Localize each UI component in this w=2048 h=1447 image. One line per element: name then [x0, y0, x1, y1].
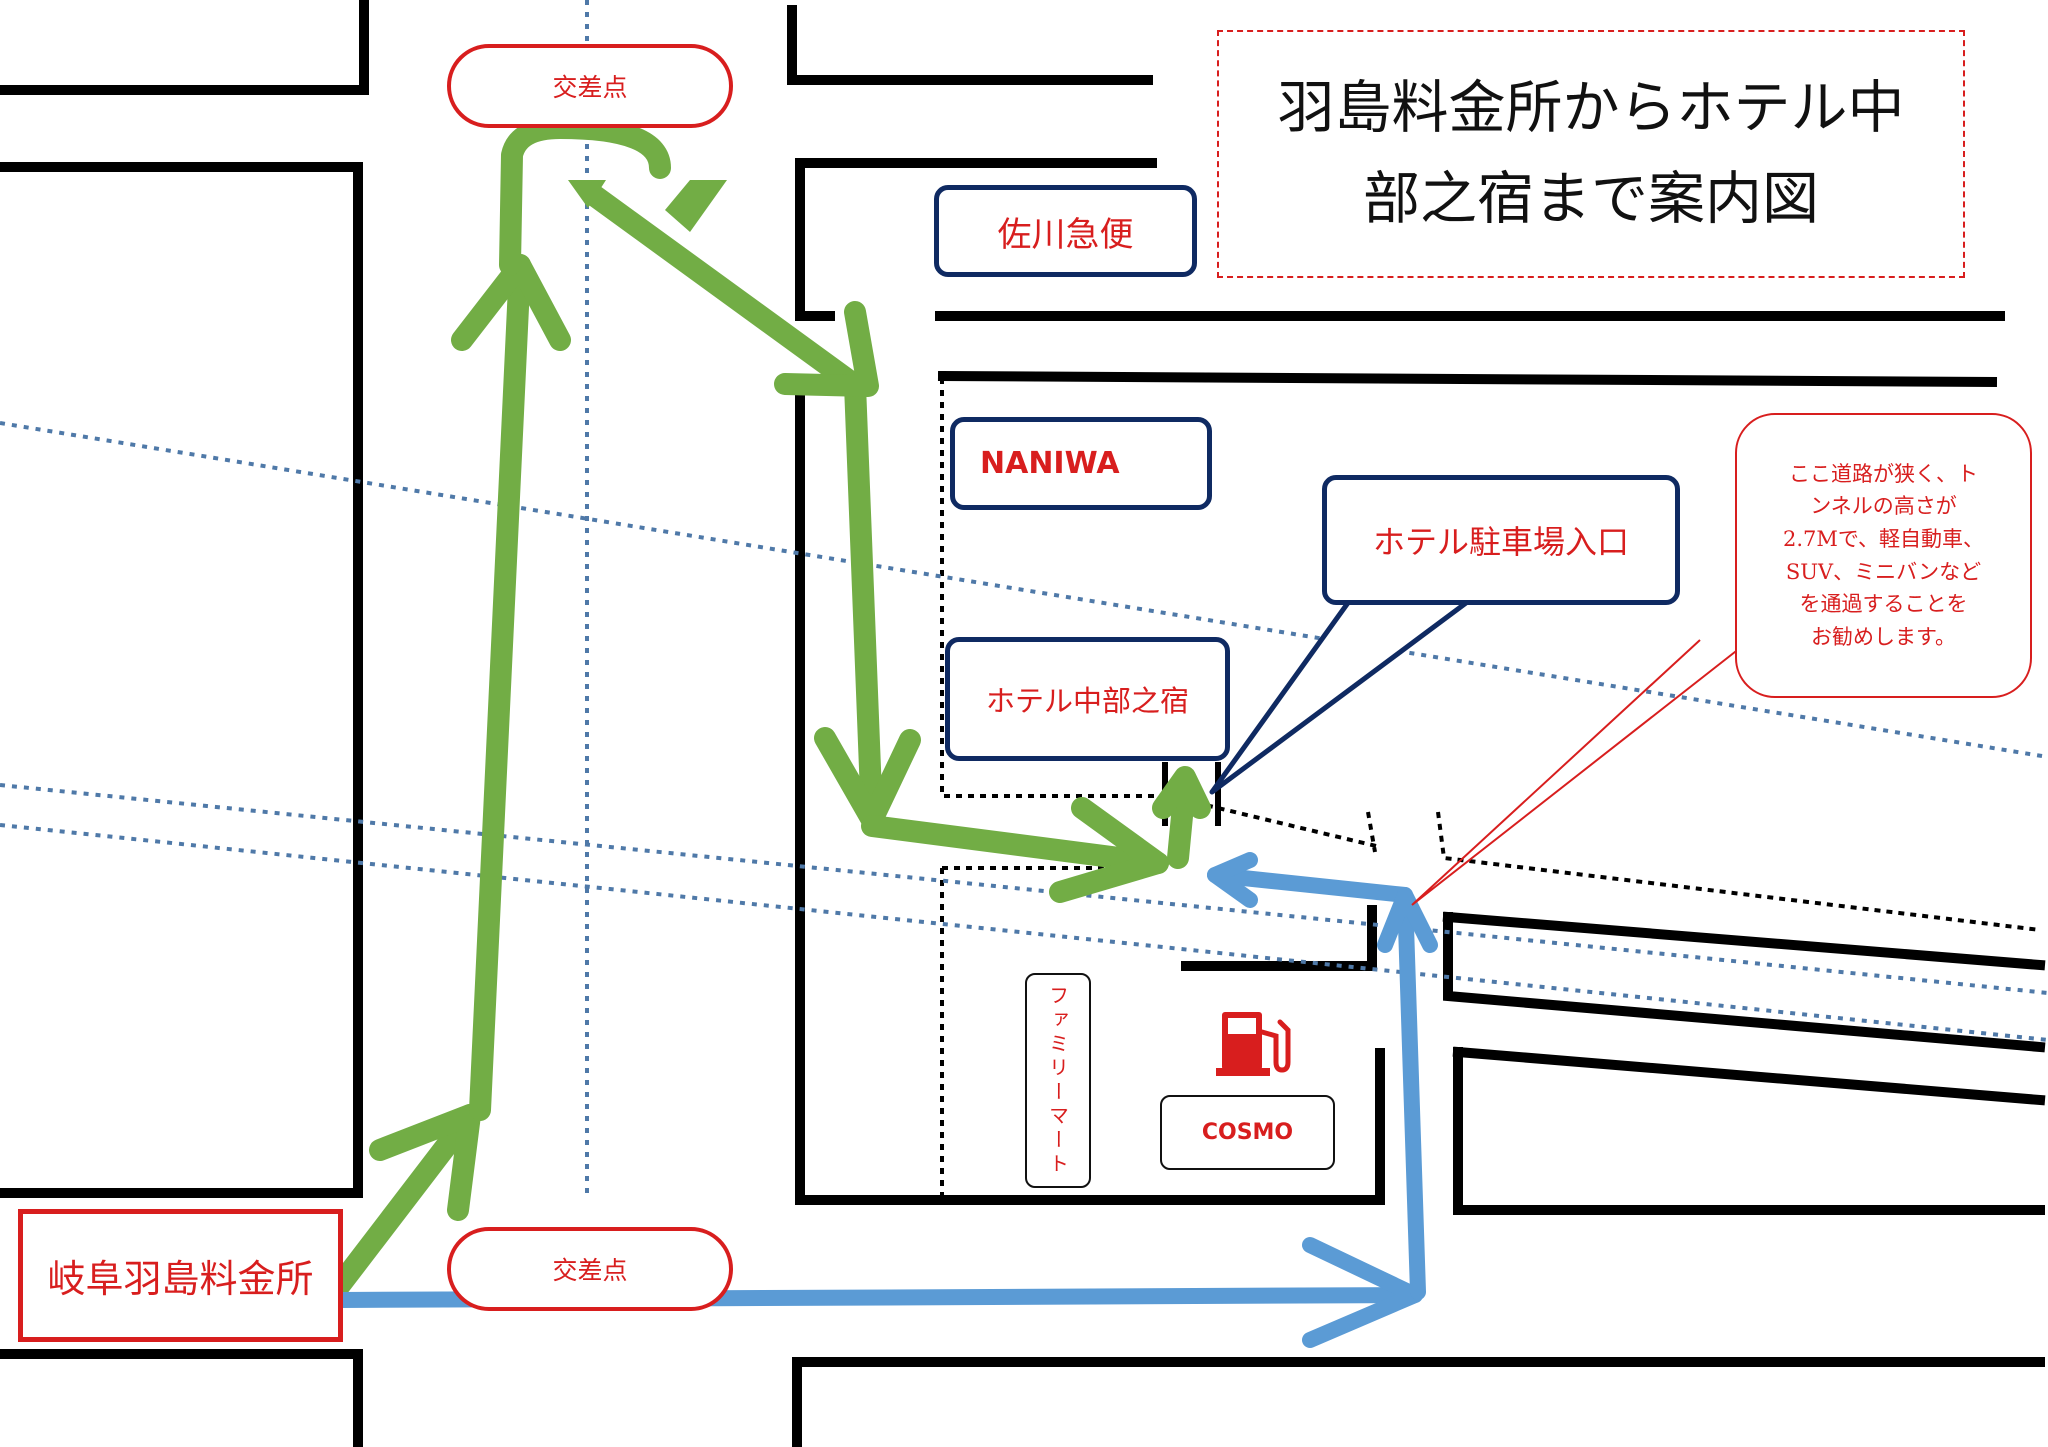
green-loop-arrowhead: [568, 180, 606, 208]
title-line-2: 部之宿まで案内図: [1363, 166, 1819, 232]
naniwa-label: NANIWA: [950, 417, 1212, 510]
familymart-label: ファミリーマート: [1025, 973, 1091, 1188]
gas-station-icon: [1216, 1012, 1291, 1076]
note-line: SUV、ミニバンなど: [1785, 559, 1982, 584]
green-u-turn-arrowhead: [665, 180, 727, 232]
start-toll-gate-label: 岐阜羽島料金所: [18, 1209, 343, 1342]
intersection-bottom-label: 交差点: [447, 1227, 733, 1311]
cosmo-label: COSMO: [1160, 1095, 1335, 1170]
note-line: お勧めします。: [1811, 624, 1956, 649]
sagawa-label: 佐川急便: [934, 185, 1197, 277]
note-line: ンネルの高さが: [1810, 494, 1957, 519]
green-route-arrow: [329, 117, 1211, 1296]
railway-lines: [0, 0, 2048, 1200]
note-callout-pointer: [1411, 639, 1741, 906]
intersection-top-label: 交差点: [447, 44, 733, 128]
hotel-label: ホテル中部之宿: [945, 637, 1230, 761]
note-line: 2.7Mで、軽自動車、: [1782, 526, 1985, 551]
note-line: ここ道路が狭く、ト: [1789, 461, 1978, 486]
note-line: を通過することを: [1799, 592, 1968, 617]
dotted-boundaries: [940, 378, 2041, 1205]
parking-entrance-label: ホテル駐車場入口: [1322, 475, 1680, 605]
title-line-1: 羽島料金所からホテル中: [1277, 74, 1905, 141]
title-box: 羽島料金所からホテル中 部之宿まで案内図: [1217, 30, 1965, 278]
tunnel-warning-note: ここ道路が狭く、ト ンネルの高さが 2.7Mで、軽自動車、 SUV、ミニバンなど…: [1735, 413, 2032, 698]
parking-callout-tail: [1209, 597, 1473, 795]
